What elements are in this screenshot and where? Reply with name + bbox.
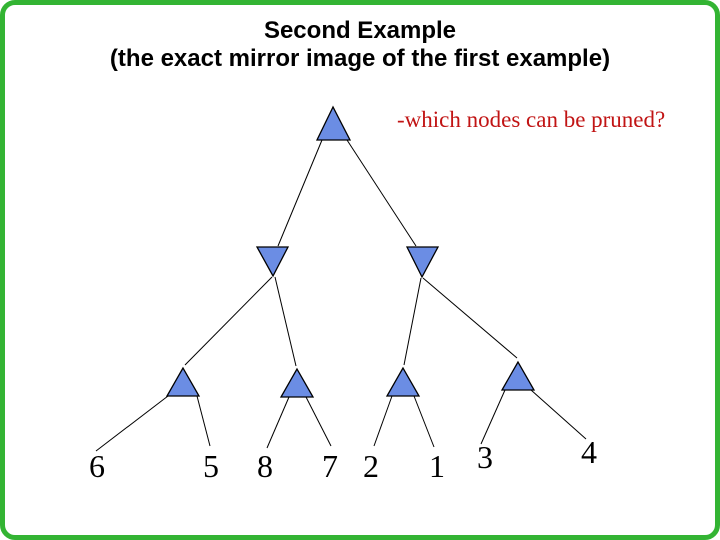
- tree-edge-4: [403, 277, 422, 366]
- max-node-3: [385, 366, 421, 397]
- tree-edge-8: [266, 396, 290, 449]
- leaf-value: 2: [363, 448, 379, 484]
- tree-edge-10: [373, 395, 393, 447]
- tree-edge-1: [346, 139, 417, 247]
- slide-title: Second Example (the exact mirror image o…: [0, 17, 720, 73]
- min-node-right: [405, 246, 440, 279]
- title-line-1: Second Example: [263, 17, 457, 44]
- tree-edge-11: [413, 395, 435, 448]
- tree-edge-5: [422, 277, 518, 359]
- tree-edge-13: [530, 389, 587, 440]
- max-node-4: [500, 360, 536, 391]
- max-node-1: [165, 366, 201, 397]
- root-max-node: [315, 105, 352, 141]
- tree-edge-9: [305, 396, 332, 447]
- leaf-value: 4: [581, 434, 597, 470]
- leaf-value: 5: [203, 448, 219, 484]
- tree-edge-0: [277, 139, 323, 247]
- tree-edge-12: [480, 389, 506, 445]
- tree-edge-2: [184, 276, 273, 366]
- tree-edge-6: [95, 395, 169, 452]
- leaf-value: 3: [477, 439, 493, 475]
- leaf-value: 6: [89, 448, 105, 484]
- leaf-value: 1: [429, 448, 445, 484]
- tree-edge-7: [196, 395, 211, 447]
- title-line-2: (the exact mirror image of the first exa…: [109, 45, 611, 72]
- pruning-question-text: -which nodes can be pruned?: [397, 107, 666, 132]
- min-node-left: [255, 246, 290, 278]
- leaf-value: 7: [322, 448, 338, 484]
- tree-edge-3: [274, 276, 297, 367]
- max-node-2: [279, 367, 315, 398]
- leaf-value: 8: [257, 448, 273, 484]
